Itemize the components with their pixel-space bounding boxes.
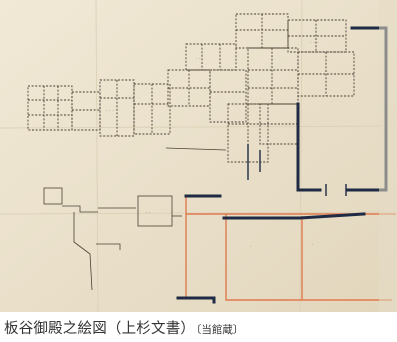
figure-caption: 板谷御殿之絵図（上杉文書）〔当館蔵〕 bbox=[4, 317, 243, 339]
floor-plan-drawing: · · · · · · · · · · · · bbox=[0, 0, 397, 312]
caption-holding-note: 〔当館蔵〕 bbox=[196, 324, 244, 336]
svg-text:· ·: · · bbox=[196, 56, 201, 62]
svg-text:· ·: · · bbox=[146, 210, 151, 216]
floor-plan-scan: · · · · · · · · · · · · bbox=[0, 0, 397, 312]
svg-text:· · ·: · · · bbox=[106, 108, 114, 114]
svg-text:·: · bbox=[250, 244, 252, 250]
caption-title: 板谷御殿之絵図（上杉文書） bbox=[4, 321, 196, 337]
svg-text:·: · bbox=[312, 242, 314, 248]
svg-text:· · ·: · · · bbox=[310, 40, 318, 46]
